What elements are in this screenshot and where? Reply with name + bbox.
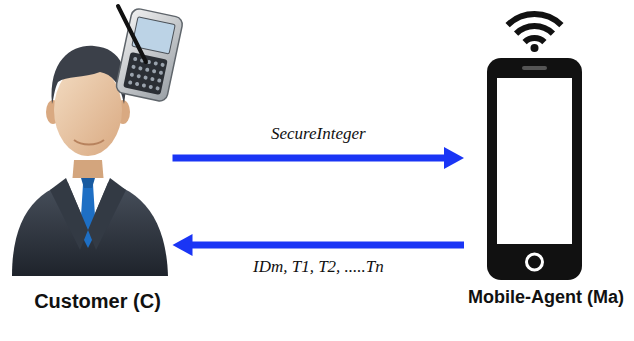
actor-label: Mobile-Agent (Ma) (464, 287, 628, 308)
message-arrow (173, 234, 465, 256)
actor-node: Mobile-Agent (Ma) (464, 0, 628, 313)
arrow-shaft (191, 242, 465, 249)
arrow-shaft (173, 155, 447, 162)
arrow-head (173, 234, 193, 256)
message-arrow (173, 147, 465, 169)
wifi-symbol (508, 14, 562, 52)
message-label: IDm, T1, T2, .....Tn (250, 257, 387, 277)
stylus (118, 6, 146, 62)
actor-label: Customer (C) (23, 290, 173, 313)
message-label: SecureInteger (268, 124, 369, 144)
smartphone-icon (487, 58, 582, 280)
arrow-head (444, 147, 464, 169)
customer-figure (12, 46, 168, 276)
actor-node: Customer (C) (23, 0, 173, 318)
